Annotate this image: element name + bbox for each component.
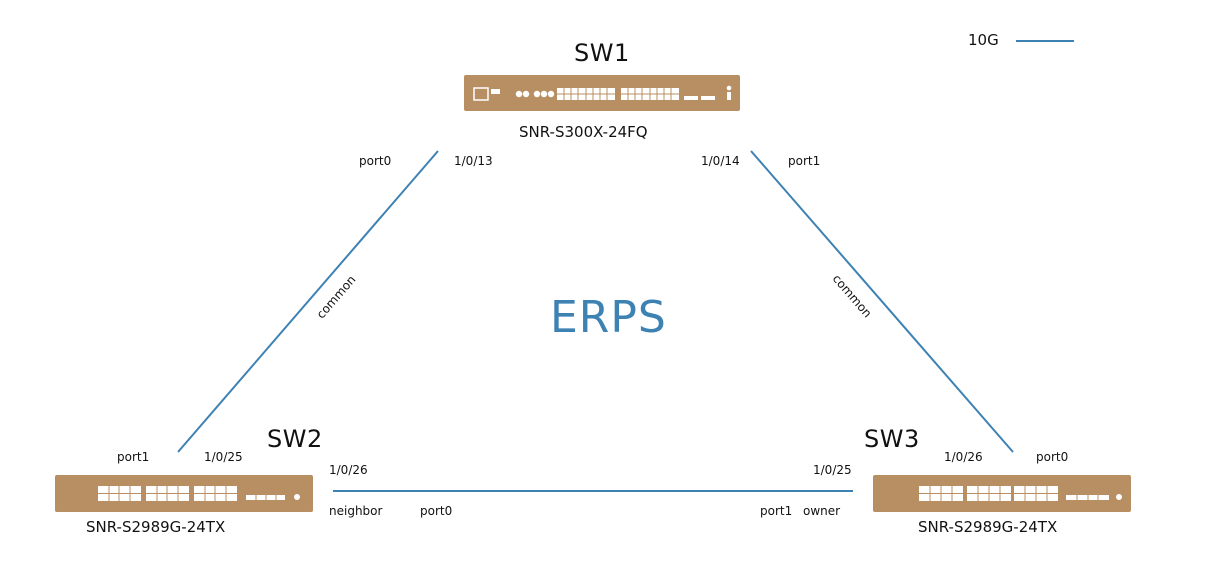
erps-label: ERPS (550, 292, 667, 343)
sw3-port-up: 1/0/26 (944, 450, 983, 464)
sw3-owner-role: owner (803, 504, 841, 518)
sw1-model: SNR-S300X-24FQ (519, 123, 648, 141)
link-sw1-sw2 (177, 150, 439, 453)
sw3-port-left: 1/0/25 (813, 463, 852, 477)
sw1-device (464, 75, 740, 111)
sw1-port-right: 1/0/14 (701, 154, 740, 168)
sw2-neighbor-role: neighbor (329, 504, 383, 518)
sw3-model: SNR-S2989G-24TX (918, 518, 1058, 536)
link-sw1-sw3 (750, 150, 1014, 453)
sw2-port-role-up: port1 (117, 450, 150, 464)
sw2-port-up: 1/0/25 (204, 450, 243, 464)
sw1-port-left: 1/0/13 (454, 154, 493, 168)
legend-speed-label: 10G (968, 31, 999, 49)
sw1-port-role-right: port1 (788, 154, 821, 168)
sw2-model: SNR-S2989G-24TX (86, 518, 226, 536)
sw2-device (55, 475, 313, 512)
sw2-port-role-right: port0 (420, 504, 453, 518)
sw3-device (873, 475, 1131, 512)
sw1-port-role-left: port0 (359, 154, 392, 168)
sw1-name: SW1 (574, 39, 630, 67)
sw2-name: SW2 (267, 425, 323, 453)
sw3-port-role-up: port0 (1036, 450, 1069, 464)
sw3-port-role-left: port1 (760, 504, 793, 518)
sw3-name: SW3 (864, 425, 920, 453)
sw2-port-right: 1/0/26 (329, 463, 368, 477)
